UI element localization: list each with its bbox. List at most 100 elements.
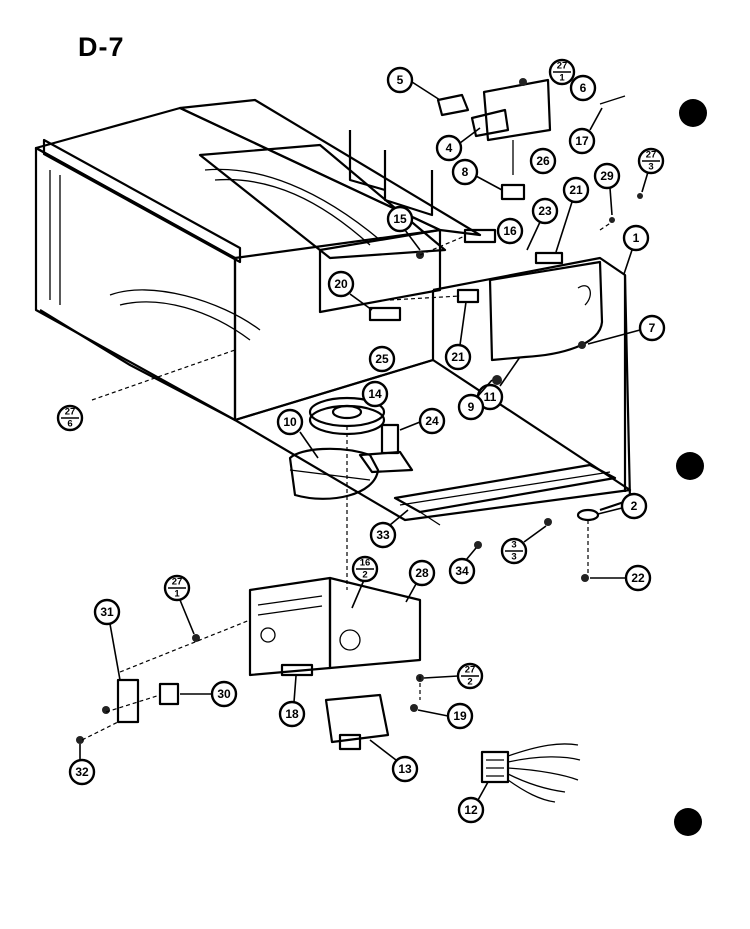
callout-20: 20 [327, 270, 373, 311]
waveguide [488, 260, 604, 362]
callout-2: 2 [597, 492, 648, 520]
callout-5: 5 [386, 66, 441, 101]
callout-24-label: 24 [425, 414, 439, 428]
callout-27-1-top-num: 27 [557, 61, 568, 72]
punch-hole-top [679, 99, 707, 127]
callout-34: 34 [448, 547, 477, 585]
callout-27-3: 27 3 [637, 147, 665, 193]
callout-21-top-label: 21 [569, 183, 583, 197]
callout-27-1-low-num: 27 [172, 577, 183, 588]
callout-17-label: 17 [575, 134, 589, 148]
callout-32: 32 [68, 744, 96, 786]
callout-17: 17 [568, 107, 603, 155]
callout-27-1-top: 27 1 [548, 58, 576, 86]
callout-25: 25 [368, 345, 396, 373]
callout-27-2-den: 2 [467, 677, 472, 688]
callout-19: 19 [417, 702, 474, 730]
punch-hole-bottom [674, 808, 702, 836]
callout-27-6-num: 27 [65, 407, 76, 418]
assembly-guide-lines [81, 221, 613, 741]
callout-12-label: 12 [464, 803, 478, 817]
callout-4-label: 4 [446, 141, 453, 155]
page-code: D-7 [78, 32, 125, 62]
callout-33: 33 [369, 509, 409, 549]
callout-21-mid: 21 [444, 301, 472, 371]
callout-21-mid-label: 21 [451, 350, 465, 364]
callout-29: 29 [593, 162, 621, 216]
callout-16-2-den: 2 [362, 570, 367, 581]
callout-16-2: 16 2 [351, 555, 379, 609]
callout-3-3: 3 3 [500, 525, 547, 565]
callout-31: 31 [93, 598, 121, 681]
callout-27-3-den: 3 [648, 162, 653, 173]
callout-29-label: 29 [600, 169, 614, 183]
side-wall-and-base [233, 256, 632, 526]
callout-26: 26 [529, 147, 557, 175]
callout-34-label: 34 [455, 564, 469, 578]
callout-2-label: 2 [631, 499, 638, 513]
callout-10-label: 10 [283, 415, 297, 429]
callout-15-label: 15 [393, 212, 407, 226]
callout-24: 24 [399, 407, 446, 435]
callout-27-1-low: 27 1 [163, 574, 195, 635]
callout-23: 23 [526, 197, 559, 251]
callout-6-label: 6 [580, 81, 587, 95]
callout-27-6: 27 6 [56, 404, 84, 432]
callout-16-2-num: 16 [360, 558, 371, 569]
callout-3-3-den: 3 [511, 552, 516, 563]
callout-27-1-top-den: 1 [559, 73, 565, 84]
callout-11: 11 [476, 356, 521, 411]
callout-27-2: 27 2 [423, 662, 484, 690]
callout-33-label: 33 [376, 528, 390, 542]
callout-25-label: 25 [375, 352, 389, 366]
callout-27-2-num: 27 [465, 665, 476, 676]
callout-22-label: 22 [631, 571, 645, 585]
callout-11-label: 11 [484, 390, 497, 404]
callout-9: 9 [457, 379, 493, 421]
callout-19-label: 19 [453, 709, 467, 723]
callout-13-label: 13 [398, 762, 412, 776]
callout-7: 7 [587, 314, 666, 345]
callout-22: 22 [590, 564, 652, 592]
wire-harness [480, 743, 581, 803]
control-bracket-assembly [76, 508, 600, 751]
callout-4: 4 [435, 127, 481, 162]
callout-26-label: 26 [536, 154, 550, 168]
callout-16-label: 16 [503, 224, 517, 238]
callout-30: 30 [180, 680, 238, 708]
callout-8-label: 8 [462, 165, 469, 179]
callout-8: 8 [451, 158, 503, 191]
callout-10: 10 [276, 408, 319, 459]
callout-1: 1 [622, 224, 650, 275]
callout-20-label: 20 [334, 277, 348, 291]
callout-27-3-num: 27 [646, 150, 657, 161]
callout-9-label: 9 [468, 400, 475, 414]
callout-30-label: 30 [217, 687, 231, 701]
callout-21-top: 21 [555, 176, 590, 253]
callout-32-label: 32 [75, 765, 89, 779]
callout-28-label: 28 [415, 566, 429, 580]
callout-31-label: 31 [100, 605, 114, 619]
callout-18: 18 [278, 675, 306, 728]
stirrer-assembly [288, 396, 414, 500]
callout-3-3-num: 3 [511, 540, 516, 551]
callout-14: 14 [361, 380, 389, 408]
callout-16: 16 [496, 217, 524, 245]
callout-5-label: 5 [397, 73, 404, 87]
callout-13: 13 [369, 739, 419, 783]
callout-28: 28 [405, 559, 436, 603]
upper-components [368, 78, 643, 385]
callout-7-label: 7 [649, 321, 656, 335]
callout-15: 15 [386, 205, 421, 251]
callout-1-label: 1 [633, 231, 640, 245]
punch-hole-middle [676, 452, 704, 480]
callout-27-1-low-den: 1 [174, 589, 180, 600]
callout-12: 12 [457, 781, 489, 824]
callout-23-label: 23 [538, 204, 552, 218]
callout-6: 6 [569, 74, 597, 102]
callout-18-label: 18 [285, 707, 299, 721]
callout-27-6-den: 6 [67, 419, 72, 430]
